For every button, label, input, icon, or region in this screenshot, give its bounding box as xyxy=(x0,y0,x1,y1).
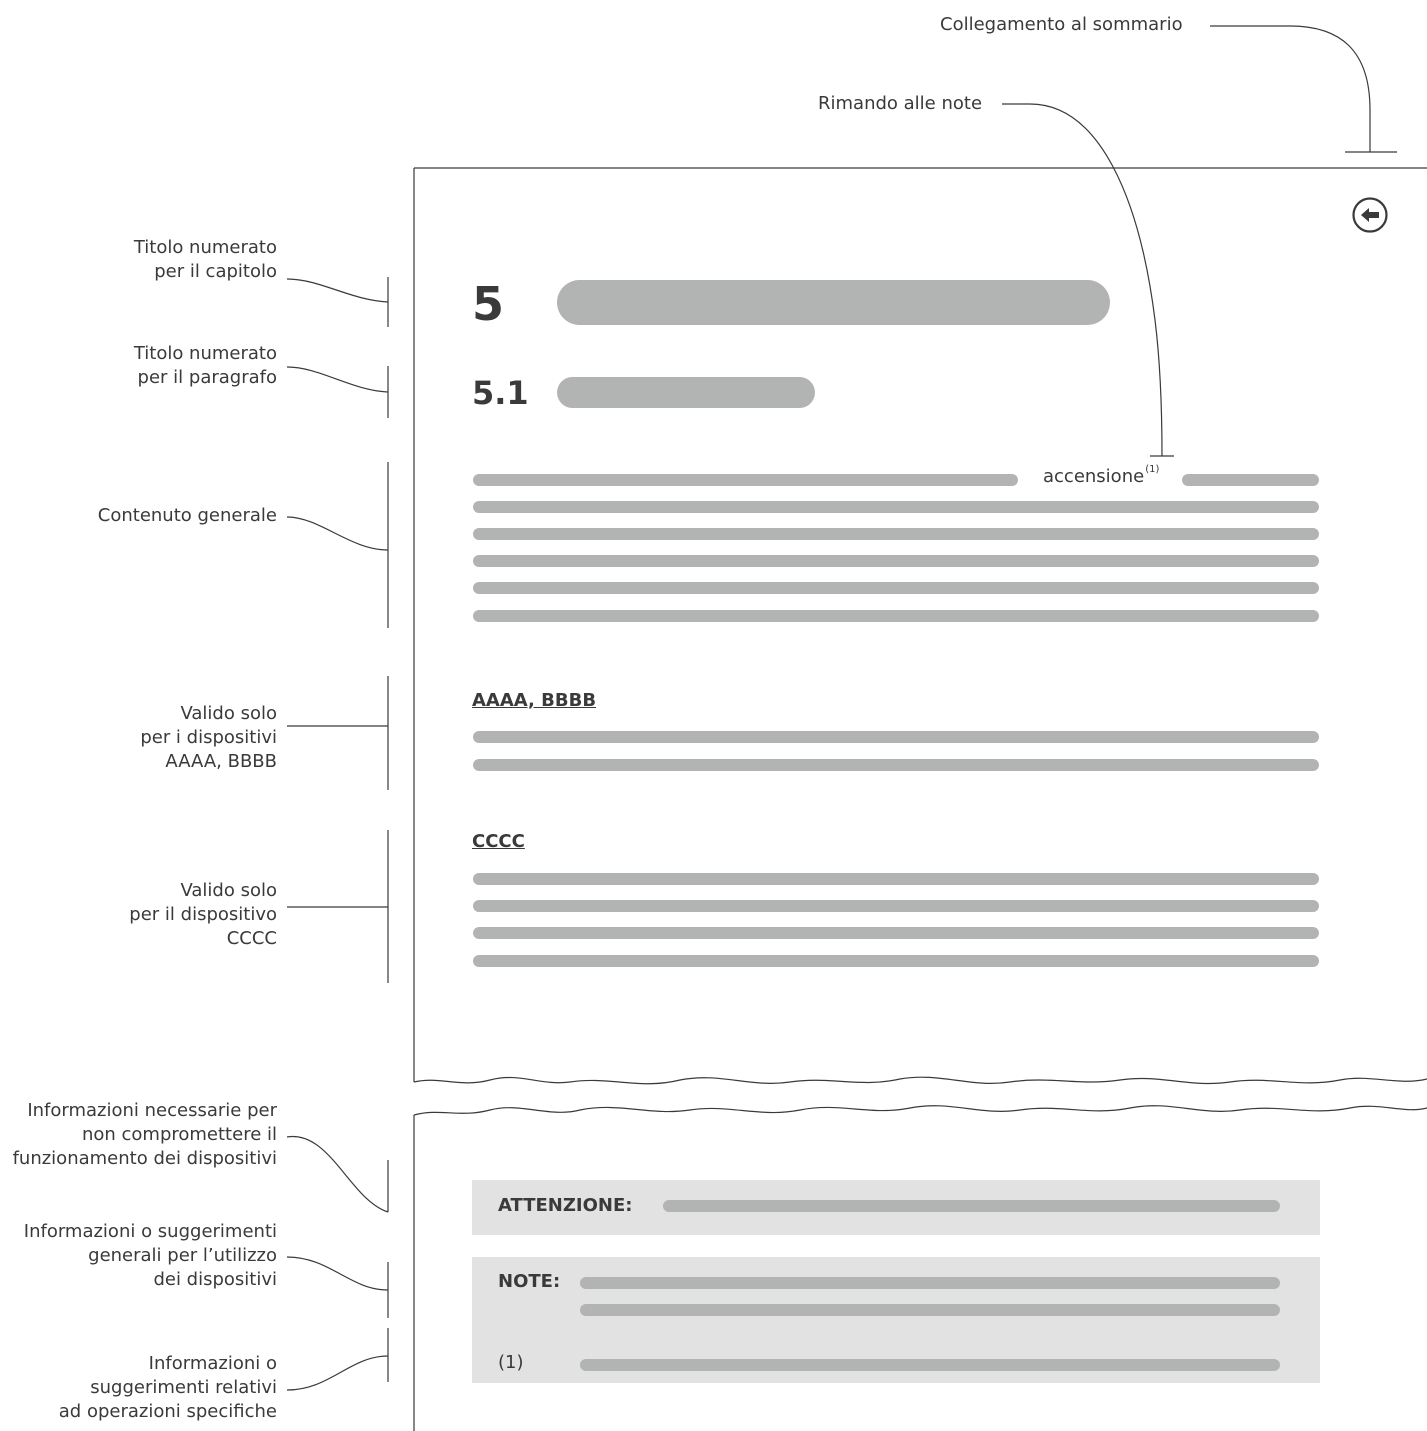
torn-edge-upper xyxy=(413,1076,1427,1085)
footnote-label-line-3: ad operazioni specifiche xyxy=(58,1401,277,1422)
notes-line xyxy=(580,1277,1280,1289)
note-reference-text: accensione xyxy=(1043,466,1145,487)
chapter-title-label: Titolo numerato per il capitolo xyxy=(134,236,277,284)
chapter-title-connector xyxy=(286,278,389,303)
footnote-label-line-2: suggerimenti relativi xyxy=(90,1377,277,1398)
chapter-title-label-line-1: Titolo numerato xyxy=(133,237,277,258)
toc-link-connector xyxy=(1210,25,1371,152)
notes-label-line-2: generali per l’utilizzo xyxy=(88,1245,277,1266)
section-c-title: CCCC xyxy=(472,831,525,852)
content-line xyxy=(473,555,1319,567)
notes-label: Informazioni o suggerimenti generali per… xyxy=(24,1220,277,1292)
paragraph-title-connector xyxy=(286,366,389,393)
warning-connector xyxy=(286,1136,389,1213)
content-line xyxy=(473,528,1319,540)
device-c-label: Valido solo per il dispositivo CCCC xyxy=(129,879,277,951)
footnote-box-label: (1) xyxy=(498,1352,524,1373)
content-line xyxy=(473,873,1319,885)
notes-connector xyxy=(286,1256,389,1291)
device-c-label-line-2: per il dispositivo xyxy=(129,904,277,925)
devices-ab-label-line-2: per i dispositivi xyxy=(140,727,277,748)
paragraph-title-label-line-2: per il paragrafo xyxy=(137,367,277,388)
warning-label: Informazioni necessarie per non comprome… xyxy=(13,1099,277,1171)
warning-label-line-1: Informazioni necessarie per xyxy=(27,1100,277,1121)
footnote-label: Informazioni o suggerimenti relativi ad … xyxy=(59,1352,277,1424)
footnote-line xyxy=(580,1359,1280,1371)
footnote-connector xyxy=(286,1355,389,1391)
warning-line xyxy=(663,1200,1280,1212)
general-content-label: Contenuto generale xyxy=(97,505,277,526)
chapter-number: 5 xyxy=(472,277,505,331)
note-ref-connector xyxy=(1002,103,1163,457)
toc-link-label: Collegamento al sommario xyxy=(940,14,1183,35)
content-line xyxy=(473,731,1319,743)
notes-label-line-1: Informazioni o suggerimenti xyxy=(23,1221,277,1242)
notes-box-label: NOTE: xyxy=(498,1271,561,1292)
content-line xyxy=(473,759,1319,771)
note-ref-label: Rimando alle note xyxy=(818,93,983,114)
content-line xyxy=(473,955,1319,967)
warning-label-line-2: non compromettere il xyxy=(81,1124,277,1145)
notes-label-line-3: dei dispositivi xyxy=(153,1269,277,1290)
footnote-label-line-1: Informazioni o xyxy=(148,1353,277,1374)
section-ab-title: AAAA, BBBB xyxy=(472,690,597,711)
content-line xyxy=(473,582,1319,594)
content-line xyxy=(473,610,1319,622)
device-c-label-line-3: CCCC xyxy=(226,928,277,949)
paragraph-title-label: Titolo numerato per il paragrafo xyxy=(134,342,277,390)
content-line xyxy=(473,927,1319,939)
chapter-title-label-line-2: per il capitolo xyxy=(154,261,277,282)
devices-ab-label-line-3: AAAA, BBBB xyxy=(165,751,277,772)
paragraph-title-placeholder xyxy=(557,377,815,408)
note-reference-mark: (1) xyxy=(1145,464,1160,475)
warning-label-line-3: funzionamento dei dispositivi xyxy=(12,1148,277,1169)
paragraph-number: 5.1 xyxy=(472,374,529,412)
content-line xyxy=(473,501,1319,513)
arrow-left-circle-icon[interactable] xyxy=(1352,197,1388,233)
content-line xyxy=(473,900,1319,912)
general-content-connector xyxy=(286,516,389,551)
note-reference-word[interactable]: accensione(1) xyxy=(1043,464,1160,487)
content-line xyxy=(1182,474,1319,486)
devices-ab-label-line-1: Valido solo xyxy=(180,703,277,724)
notes-line xyxy=(580,1304,1280,1316)
content-line xyxy=(473,474,1018,486)
paragraph-title-label-line-1: Titolo numerato xyxy=(133,343,277,364)
warning-box-label: ATTENZIONE: xyxy=(498,1195,633,1216)
devices-ab-label: Valido solo per i dispositivi AAAA, BBBB xyxy=(140,702,277,774)
device-c-label-line-1: Valido solo xyxy=(180,880,277,901)
torn-edge-lower xyxy=(413,1105,1427,1116)
chapter-title-placeholder xyxy=(557,280,1110,325)
